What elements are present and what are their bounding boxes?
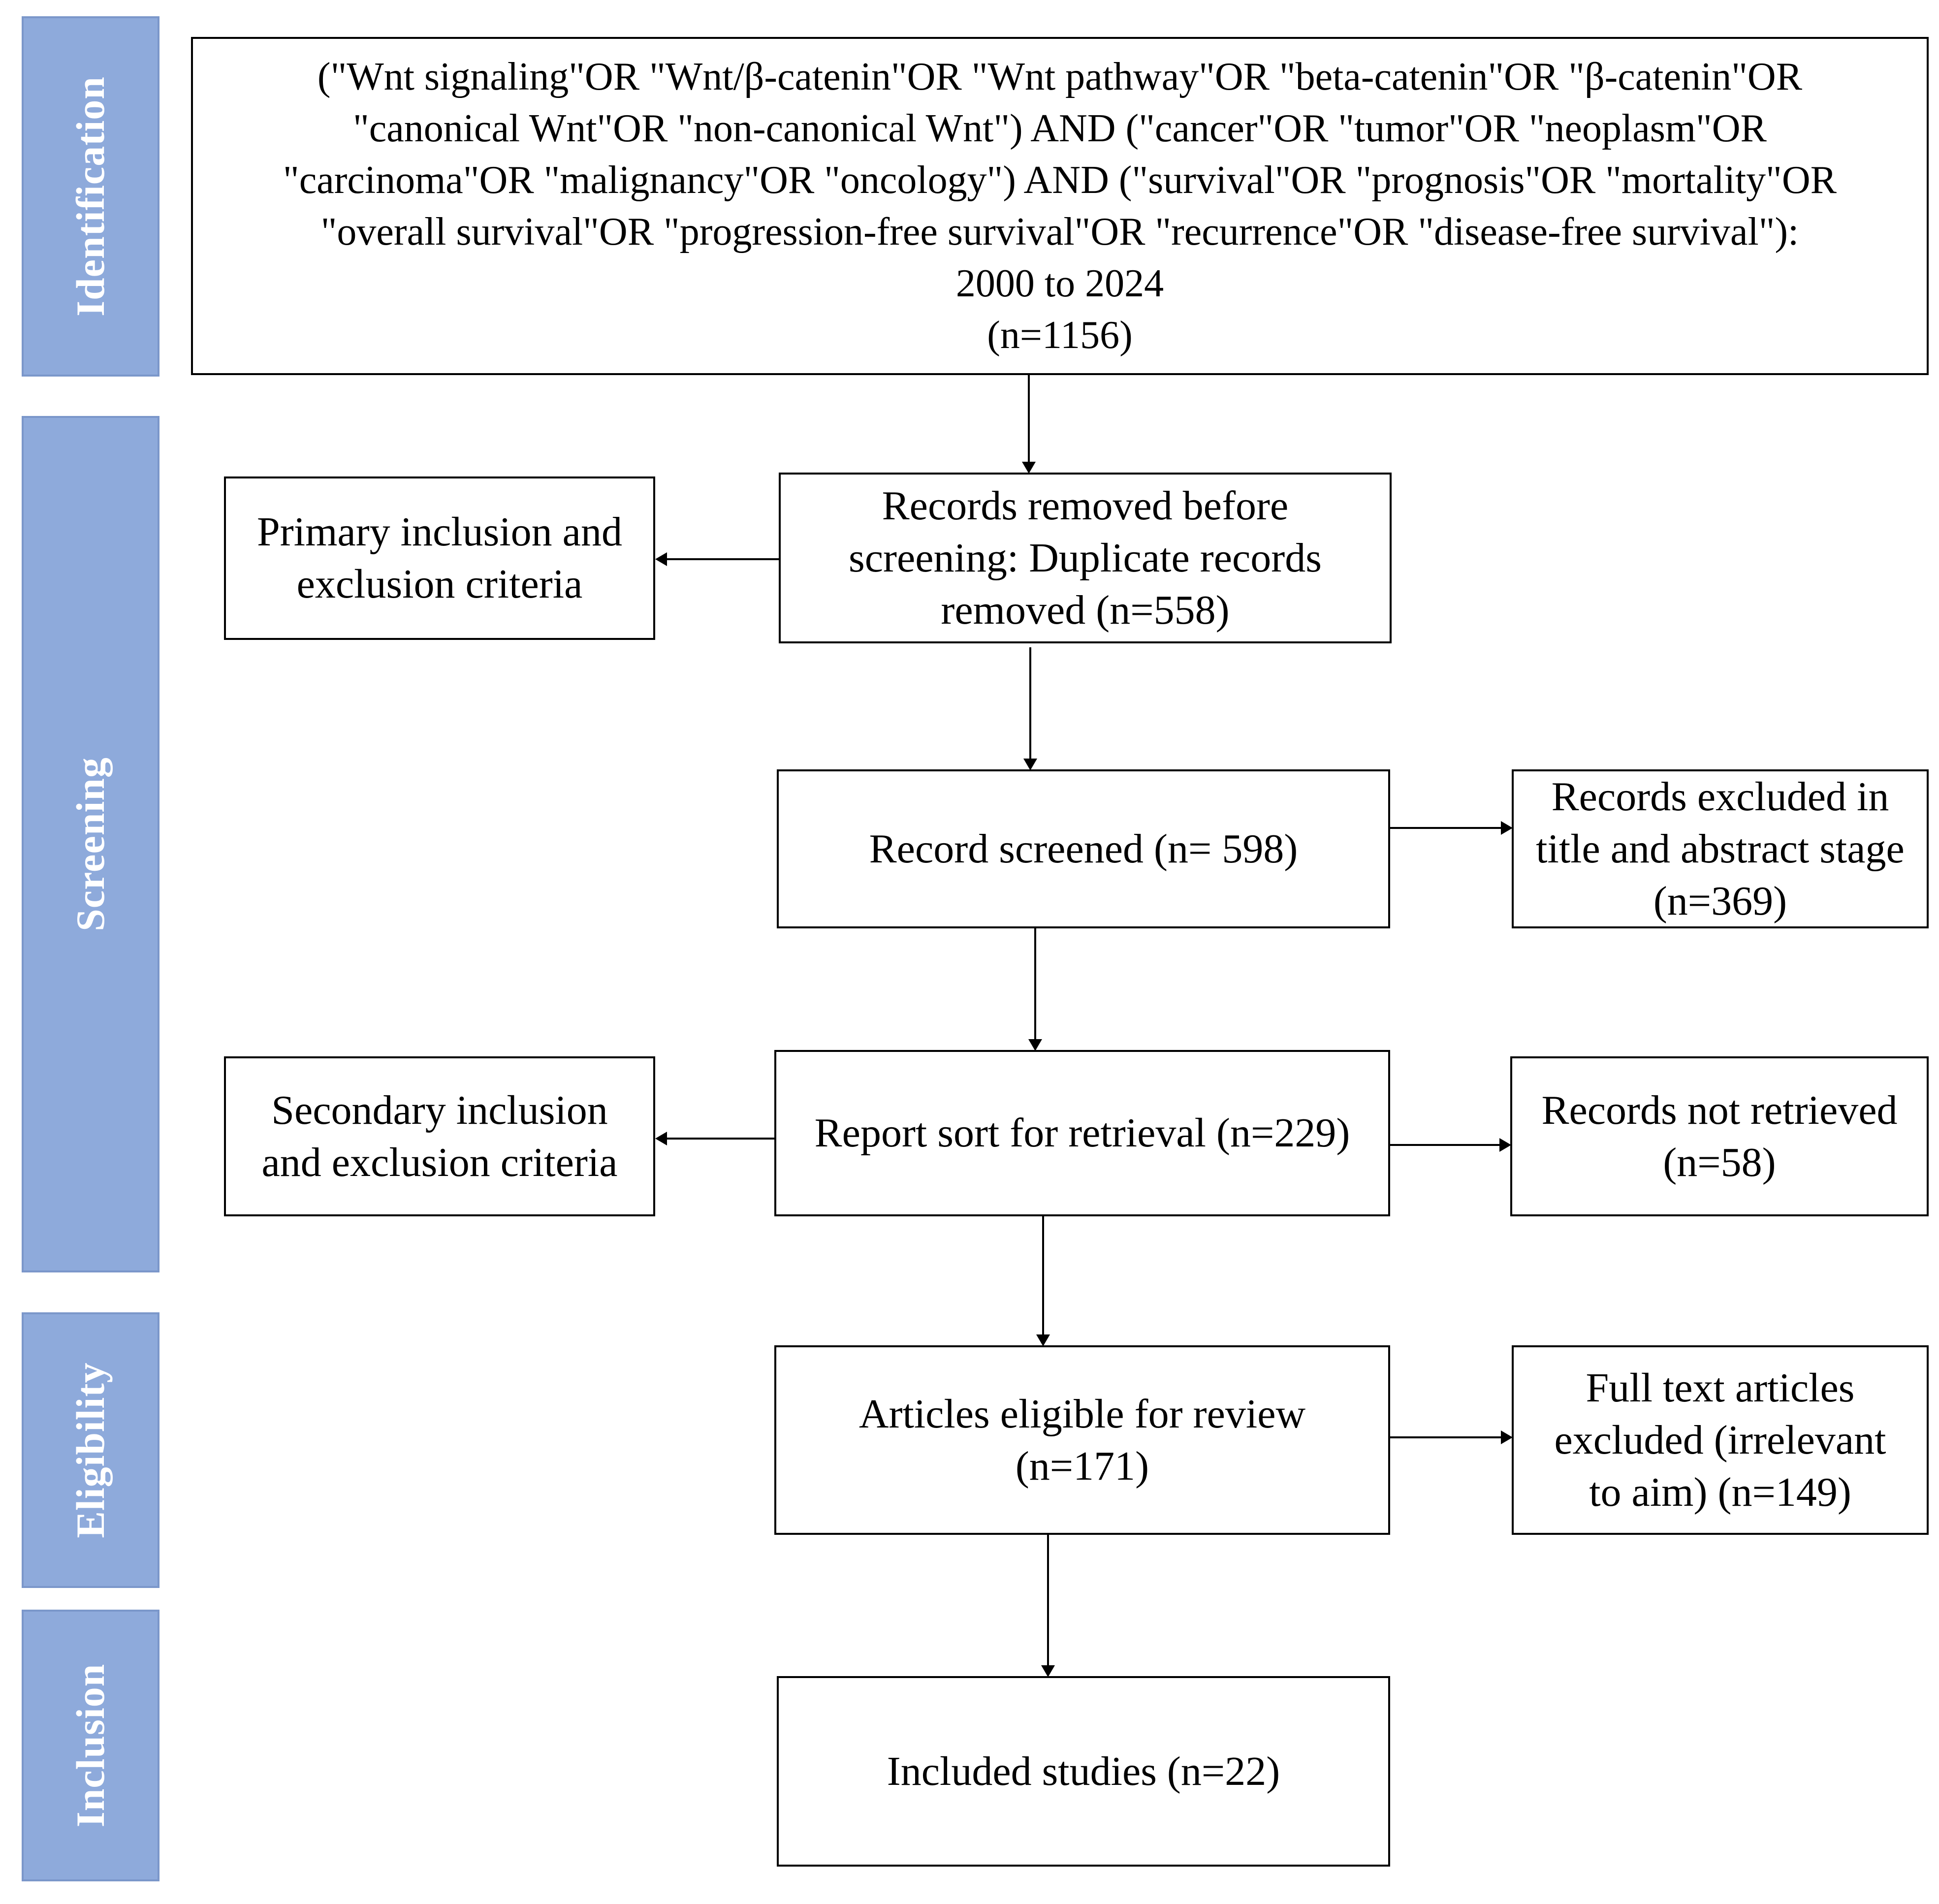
not-retrieved-box: Records not retrieved (n=58) <box>1510 1056 1929 1216</box>
box-text-line: and exclusion criteria <box>261 1139 618 1185</box>
search-query-line: (n=1156) <box>987 313 1133 357</box>
secondary-criteria-box: Secondary inclusion and exclusion criter… <box>224 1056 655 1216</box>
duplicates-removed-text: Records removed before screening: Duplic… <box>849 480 1322 636</box>
primary-criteria-box: Primary inclusion and exclusion criteria <box>224 476 655 640</box>
arrowhead <box>1501 821 1513 835</box>
box-text-line: screening: Duplicate records <box>849 535 1322 581</box>
box-text-line: (n=171) <box>1015 1443 1149 1489</box>
box-text-line: Records removed before <box>882 482 1289 529</box>
search-query-box: ("Wnt signaling"OR "Wnt/β-catenin"OR "Wn… <box>191 37 1929 375</box>
arrowhead <box>1041 1665 1055 1677</box>
eligible-box: Articles eligible for review (n=171) <box>774 1345 1390 1535</box>
box-text-line: Secondary inclusion <box>271 1087 608 1133</box>
primary-criteria-text: Primary inclusion and exclusion criteria <box>257 506 622 610</box>
arrowhead <box>1023 759 1037 770</box>
box-text-line: exclusion criteria <box>296 561 583 607</box>
excluded-title-abstract-box: Records excluded in title and abstract s… <box>1512 769 1929 928</box>
records-screened-text: Record screened (n= 598) <box>869 825 1298 872</box>
stage-inclusion: Inclusion <box>22 1610 159 1881</box>
search-query-line: "carcinoma"OR "malignancy"OR "oncology")… <box>283 158 1837 202</box>
search-query-line: 2000 to 2024 <box>955 261 1164 305</box>
eligible-text: Articles eligible for review (n=171) <box>859 1388 1305 1492</box>
arrowhead <box>1036 1334 1050 1346</box>
excluded-title-abstract-text: Records excluded in title and abstract s… <box>1536 771 1905 927</box>
box-text-line: Records not retrieved <box>1541 1087 1898 1133</box>
retrieval-text: Report sort for retrieval (n=229) <box>814 1110 1350 1156</box>
not-retrieved-text: Records not retrieved (n=58) <box>1541 1084 1897 1189</box>
box-text-line: (n=369) <box>1653 878 1787 924</box>
search-query-line: ("Wnt signaling"OR "Wnt/β-catenin"OR "Wn… <box>317 55 1803 98</box>
search-query-line: "canonical Wnt"OR "non-canonical Wnt") A… <box>353 106 1767 150</box>
box-text-line: Full text articles <box>1586 1365 1855 1411</box>
stage-screening: Screening <box>22 416 159 1272</box>
arrowhead <box>655 552 667 566</box>
box-text-line: Primary inclusion and <box>257 509 622 555</box>
arrowhead <box>1501 1430 1513 1444</box>
box-text-line: excluded (irrelevant <box>1554 1417 1886 1463</box>
box-text-line: title and abstract stage <box>1536 825 1905 872</box>
retrieval-box: Report sort for retrieval (n=229) <box>774 1050 1390 1216</box>
included-text: Included studies (n=22) <box>887 1748 1280 1794</box>
box-text-line: Records excluded in <box>1551 773 1889 820</box>
search-query-line: "overall survival"OR "progression-free s… <box>320 210 1799 254</box>
full-text-excluded-box: Full text articles excluded (irrelevant … <box>1512 1345 1929 1535</box>
box-text-line: Articles eligible for review <box>858 1391 1306 1437</box>
included-box: Included studies (n=22) <box>777 1676 1390 1867</box>
arrowhead <box>1022 462 1036 474</box>
stage-identification: Identification <box>22 16 159 377</box>
box-text-line: removed (n=558) <box>941 587 1230 633</box>
duplicates-removed-box: Records removed before screening: Duplic… <box>779 473 1392 643</box>
stage-eligibility: Eligibility <box>22 1312 159 1588</box>
arrowhead <box>655 1132 667 1145</box>
secondary-criteria-text: Secondary inclusion and exclusion criter… <box>261 1084 617 1189</box>
arrowhead <box>1499 1138 1511 1152</box>
records-screened-box: Record screened (n= 598) <box>777 769 1390 928</box>
arrowhead <box>1028 1039 1042 1051</box>
box-text-line: to aim) (n=149) <box>1589 1469 1851 1515</box>
full-text-excluded-text: Full text articles excluded (irrelevant … <box>1555 1362 1886 1519</box>
box-text-line: (n=58) <box>1663 1139 1776 1185</box>
search-query-text: ("Wnt signaling"OR "Wnt/β-catenin"OR "Wn… <box>283 51 1837 361</box>
